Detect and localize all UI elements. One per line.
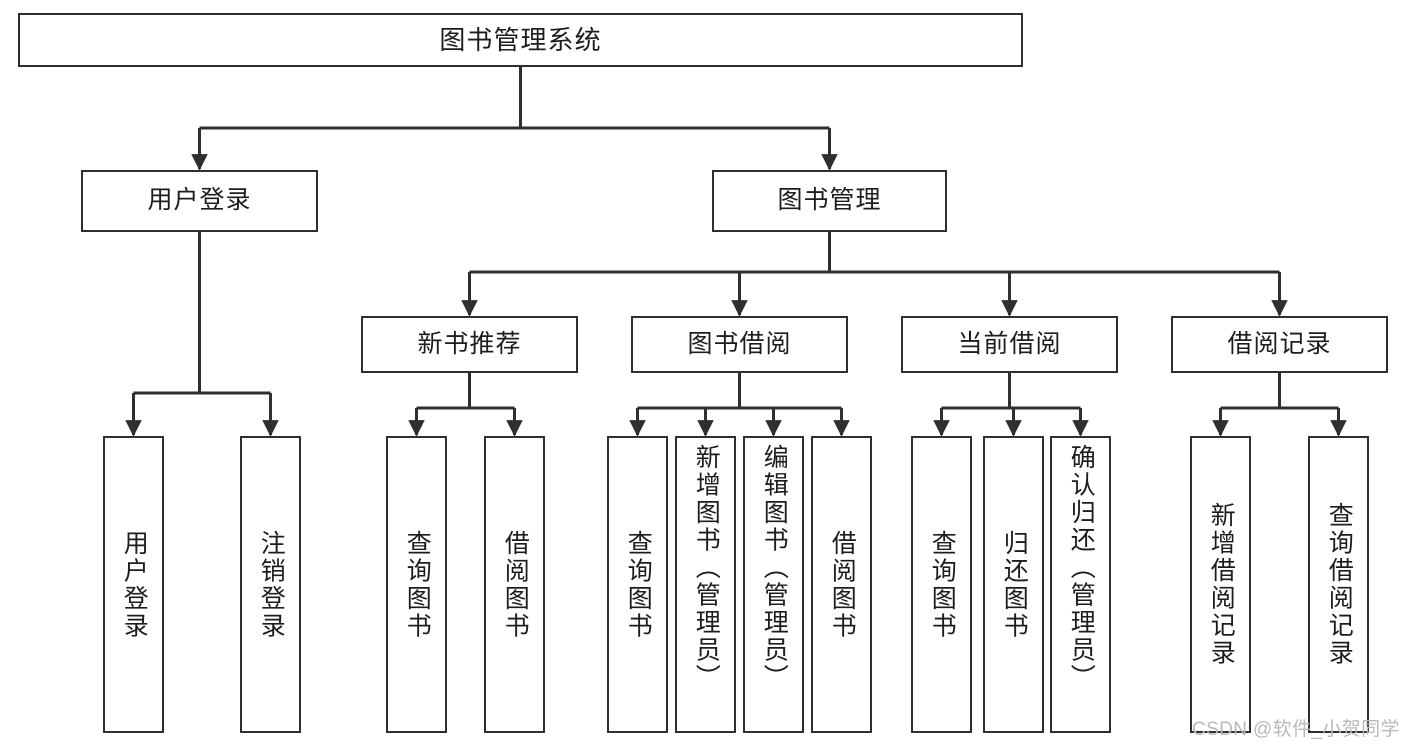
node-leaf-borrow-book-2[interactable]: 借阅图书 [811,436,872,733]
node-leaf-borrow-book-2-label: 借阅图书 [828,529,857,640]
node-user-login-label: 用户登录 [147,186,252,215]
csdn-watermark: CSDN @软件_小贺同学 [1192,719,1400,740]
node-leaf-add-borrow-record[interactable]: 新增借阅记录 [1190,436,1251,733]
node-leaf-query-book-1[interactable]: 查询图书 [386,436,447,733]
node-leaf-add-borrow-record-label: 新增借阅记录 [1207,502,1236,667]
node-book-manage-label: 图书管理 [777,186,882,215]
node-leaf-logout-login[interactable]: 注销登录 [240,436,301,733]
node-borrow-record[interactable]: 借阅记录 [1171,316,1388,373]
node-leaf-add-book-admin[interactable]: 新增图书（管理员） [675,436,736,733]
node-leaf-add-book-admin-label: 新增图书（管理员） [692,444,721,692]
node-leaf-edit-book-admin-label: 编辑图书（管理员） [760,444,789,692]
node-user-login[interactable]: 用户登录 [81,170,318,232]
node-leaf-query-book-2-label: 查询图书 [624,529,653,640]
node-book-borrow-label: 图书借阅 [687,329,792,358]
node-leaf-confirm-return-admin-label: 确认归还（管理员） [1067,444,1096,692]
node-leaf-query-borrow-record[interactable]: 查询借阅记录 [1308,436,1369,733]
node-leaf-query-book-3-label: 查询图书 [928,529,957,640]
node-leaf-query-borrow-record-label: 查询借阅记录 [1325,502,1354,667]
node-current-borrow[interactable]: 当前借阅 [901,316,1118,373]
node-leaf-borrow-book-1[interactable]: 借阅图书 [484,436,545,733]
node-leaf-edit-book-admin[interactable]: 编辑图书（管理员） [743,436,804,733]
node-book-manage[interactable]: 图书管理 [712,170,947,232]
node-current-borrow-label: 当前借阅 [957,329,1062,358]
node-leaf-query-book-1-label: 查询图书 [403,529,432,640]
node-root[interactable]: 图书管理系统 [18,13,1023,67]
node-leaf-borrow-book-1-label: 借阅图书 [501,529,530,640]
node-leaf-user-login[interactable]: 用户登录 [103,436,164,733]
node-leaf-user-login-label: 用户登录 [120,529,149,640]
node-borrow-record-label: 借阅记录 [1227,329,1332,358]
node-leaf-return-book[interactable]: 归还图书 [983,436,1044,733]
node-leaf-confirm-return-admin[interactable]: 确认归还（管理员） [1050,436,1111,733]
node-new-book-recommend-label: 新书推荐 [417,329,522,358]
node-book-borrow[interactable]: 图书借阅 [631,316,848,373]
node-leaf-return-book-label: 归还图书 [1000,529,1029,640]
node-leaf-logout-login-label: 注销登录 [257,529,286,640]
node-leaf-query-book-3[interactable]: 查询图书 [911,436,972,733]
node-leaf-query-book-2[interactable]: 查询图书 [607,436,668,733]
node-root-label: 图书管理系统 [439,24,602,55]
node-new-book-recommend[interactable]: 新书推荐 [361,316,578,373]
